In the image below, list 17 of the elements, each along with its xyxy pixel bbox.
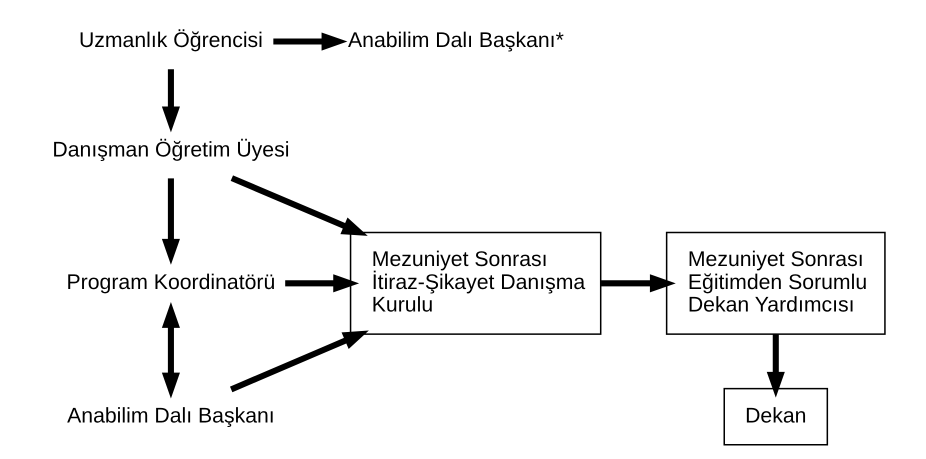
arrow (284, 274, 359, 292)
arrow (766, 334, 784, 398)
node-text: Anabilim Dalı Başkanı* (348, 29, 564, 52)
arrow (161, 69, 180, 132)
arrow (161, 302, 180, 398)
node-box: Mezuniyet Sonrası Eğitimden Sorumlu Dekan Yardımcısı (665, 232, 886, 335)
arrow (600, 274, 676, 292)
arrow (229, 330, 368, 392)
arrow (161, 178, 180, 265)
node-box: Dekan (722, 388, 828, 446)
node-text: Anabilim Dalı Başkanı (66, 404, 274, 428)
node-text: Uzmanlık Öğrencisi (78, 29, 262, 52)
node-box: Mezuniyet Sonrası İtiraz-Şikayet Danışma Kurulu (349, 232, 601, 335)
arrow (230, 175, 368, 236)
node-text: Danışman Öğretim Üyesi (52, 138, 289, 162)
node-text: Program Koordinatörü (66, 270, 275, 294)
arrow (272, 32, 347, 51)
